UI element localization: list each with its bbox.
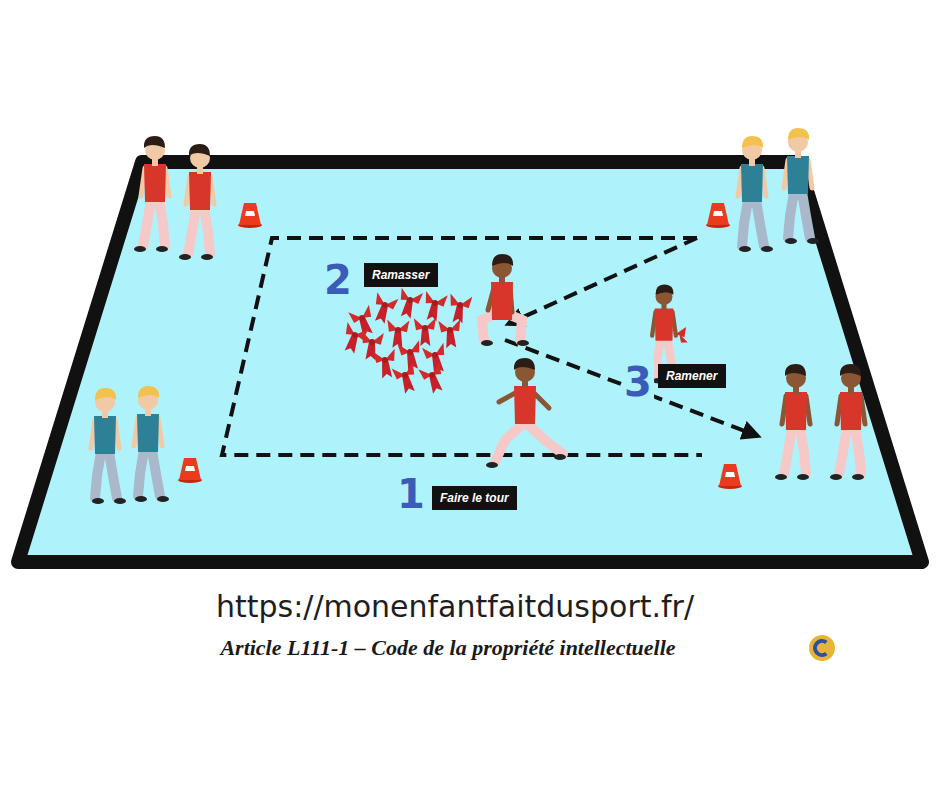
child-figure: [91, 388, 126, 504]
bandana: [438, 319, 462, 348]
child-figure: [481, 254, 529, 346]
bandana: [392, 362, 421, 395]
child-figure: [179, 144, 214, 260]
callout-number: 3: [622, 360, 654, 404]
step-label: Faire le tour: [432, 486, 517, 510]
bandana: [414, 318, 436, 346]
child-figure: [775, 364, 810, 480]
website-url: https://monenfantfaitdusport.fr/: [216, 589, 694, 624]
copyright-notice: Article L111-1 – Code de la propriété in…: [220, 635, 675, 661]
step-text: Ramasser: [372, 267, 430, 283]
child-figure: [784, 128, 819, 244]
child-figure: [738, 136, 773, 252]
bandana: [369, 292, 398, 325]
cone: [178, 458, 202, 483]
copyright-icon: [809, 635, 835, 661]
bandana: [339, 322, 369, 355]
child-figure: [134, 136, 169, 252]
bandana: [421, 291, 448, 323]
step-label: Ramener: [658, 364, 726, 388]
child-figure: [830, 364, 865, 480]
bandana: [373, 349, 398, 379]
step-label: Ramasser: [364, 263, 438, 287]
bandana: [447, 294, 473, 325]
child-figure: [486, 358, 566, 468]
cone: [238, 203, 262, 228]
child-figure: [134, 386, 169, 502]
return-path: [505, 340, 758, 436]
bandana: [418, 362, 448, 396]
cone: [706, 203, 730, 228]
bandana: [395, 288, 423, 320]
step-text: Faire le tour: [440, 490, 509, 506]
field: [18, 162, 922, 562]
cone: [718, 464, 742, 489]
step-text: Ramener: [666, 368, 718, 384]
callout-number: 1: [395, 472, 427, 516]
bandana: [386, 320, 409, 349]
callout-number: 2: [322, 258, 354, 302]
run-path: [222, 238, 702, 455]
